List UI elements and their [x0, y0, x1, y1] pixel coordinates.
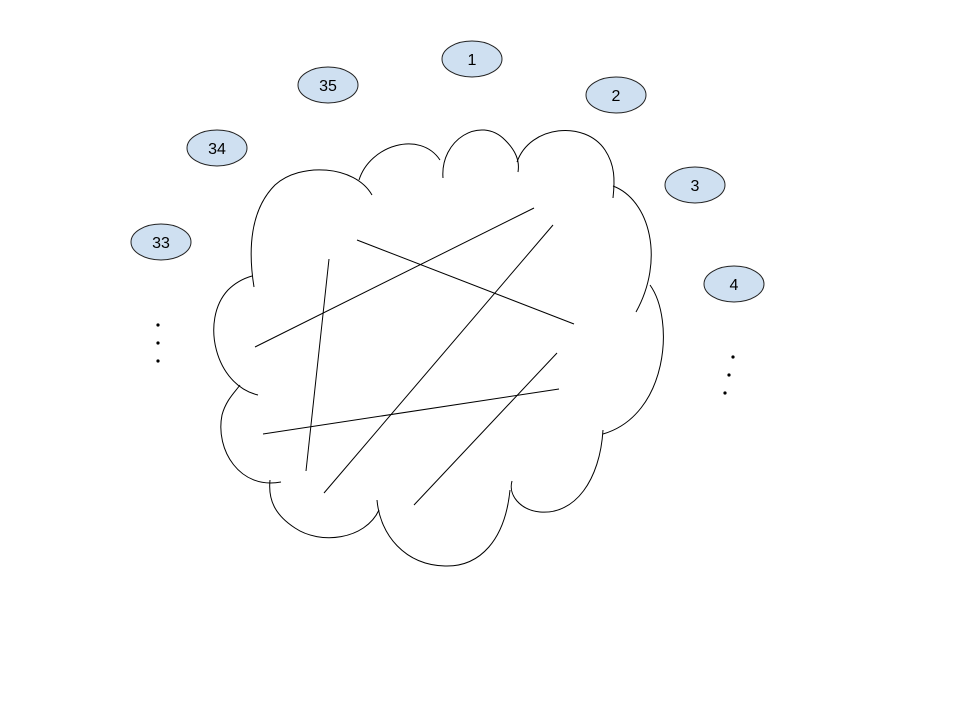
- inner-connections: [254, 207, 575, 506]
- connection-line: [254, 207, 535, 348]
- node-ellipse: [186, 129, 248, 167]
- peer-nodes: 1 2 3 4 33 34: [130, 40, 765, 303]
- node-label: 34: [208, 141, 226, 158]
- node-ellipse: [585, 76, 647, 114]
- node-3: 3: [664, 166, 726, 204]
- node-ellipse: [297, 66, 359, 104]
- cloud-bump-top-center: [442, 129, 519, 179]
- connection-line: [413, 352, 558, 506]
- connection-line: [305, 258, 330, 472]
- ellipsis-dot: [156, 359, 160, 363]
- node-ellipse: [441, 40, 503, 78]
- node-label: 35: [319, 78, 337, 95]
- cloud-bump-bottom-left: [269, 479, 380, 539]
- cloud-bump-left-lower: [220, 384, 282, 484]
- node-1: 1: [441, 40, 503, 78]
- vertical-ellipsis-left: [156, 323, 160, 363]
- node-ellipse: [703, 265, 765, 303]
- vertical-ellipsis-right: [723, 355, 735, 395]
- connection-line: [356, 239, 575, 325]
- node-ellipse: [130, 223, 192, 261]
- node-33: 33: [130, 223, 192, 261]
- ellipsis-dot: [156, 341, 160, 345]
- node-35: 35: [297, 66, 359, 104]
- node-34: 34: [186, 129, 248, 167]
- cloud-bump-left-upper: [213, 275, 259, 396]
- ellipsis-dot: [731, 355, 735, 359]
- cloud-bump-top-right: [516, 130, 615, 199]
- node-label: 2: [612, 88, 621, 105]
- cloud-bump-top-left: [250, 169, 373, 288]
- ellipsis-dot: [156, 323, 160, 327]
- node-4: 4: [703, 265, 765, 303]
- node-label: 33: [152, 235, 170, 252]
- node-label: 3: [691, 178, 700, 195]
- node-2: 2: [585, 76, 647, 114]
- connection-line: [323, 224, 554, 494]
- cloud-bump-right-upper: [612, 185, 652, 313]
- connection-line: [262, 388, 560, 435]
- ellipsis-dot: [723, 391, 727, 395]
- cloud-bump-bottom-center: [376, 489, 511, 567]
- cloud-bump-top-center-left: [358, 143, 441, 181]
- node-label: 1: [468, 52, 477, 69]
- cloud-bump-right-lower: [602, 284, 664, 435]
- node-label: 4: [730, 277, 739, 294]
- ellipsis-dot: [727, 373, 731, 377]
- cloud-shape: [213, 129, 664, 567]
- cloud-bump-bottom-right: [510, 429, 604, 513]
- node-ellipse: [664, 166, 726, 204]
